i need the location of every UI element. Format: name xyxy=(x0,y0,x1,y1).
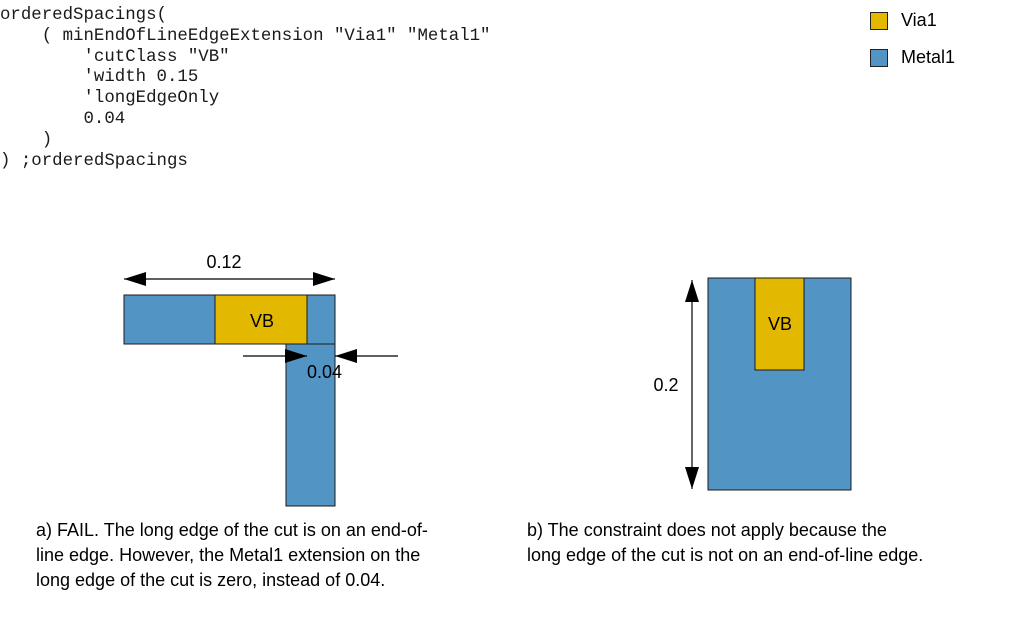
extension-dimension-label: 0.04 xyxy=(307,362,342,382)
code-line: 'longEdgeOnly xyxy=(0,89,220,109)
metal1-vertical-wire xyxy=(285,343,336,507)
via1-swatch xyxy=(870,12,888,30)
legend-label: Metal1 xyxy=(901,47,956,67)
code-line: 0.04 xyxy=(0,109,126,129)
diagram-b: VB 0.2 xyxy=(653,277,852,491)
code-line: ) xyxy=(0,130,53,150)
code-line: orderedSpacings( xyxy=(0,6,167,25)
caption-line: b) The constraint does not apply because… xyxy=(527,520,887,540)
code-line: 'width 0.15 xyxy=(0,68,199,88)
height-dimension-label: 0.2 xyxy=(653,375,678,395)
rule-code-block: orderedSpacings( ( minEndOfLineEdgeExten… xyxy=(0,6,491,172)
metal1-swatch xyxy=(870,49,888,67)
code-line: ) ;orderedSpacings xyxy=(0,151,188,171)
diagram-a: VB 0.12 0.04 xyxy=(123,252,398,507)
caption-a: a) FAIL. The long edge of the cut is on … xyxy=(36,518,428,593)
caption-b: b) The constraint does not apply because… xyxy=(527,518,923,568)
caption-line: a) FAIL. The long edge of the cut is on … xyxy=(36,520,428,540)
via1-cut xyxy=(754,277,805,371)
width-dimension-label: 0.12 xyxy=(206,252,241,272)
via-label: VB xyxy=(768,314,792,334)
legend-label: Via1 xyxy=(901,10,937,30)
caption-line: long edge of the cut is not on an end-of… xyxy=(527,545,924,565)
caption-line: long edge of the cut is zero, instead of… xyxy=(36,570,386,590)
via1-cut xyxy=(214,294,308,345)
code-line: 'cutClass "VB" xyxy=(0,47,230,67)
caption-line: line edge. However, the Metal1 extension… xyxy=(36,545,421,565)
code-line: ( minEndOfLineEdgeExtension "Via1" "Meta… xyxy=(0,26,491,46)
via-label: VB xyxy=(250,311,274,331)
